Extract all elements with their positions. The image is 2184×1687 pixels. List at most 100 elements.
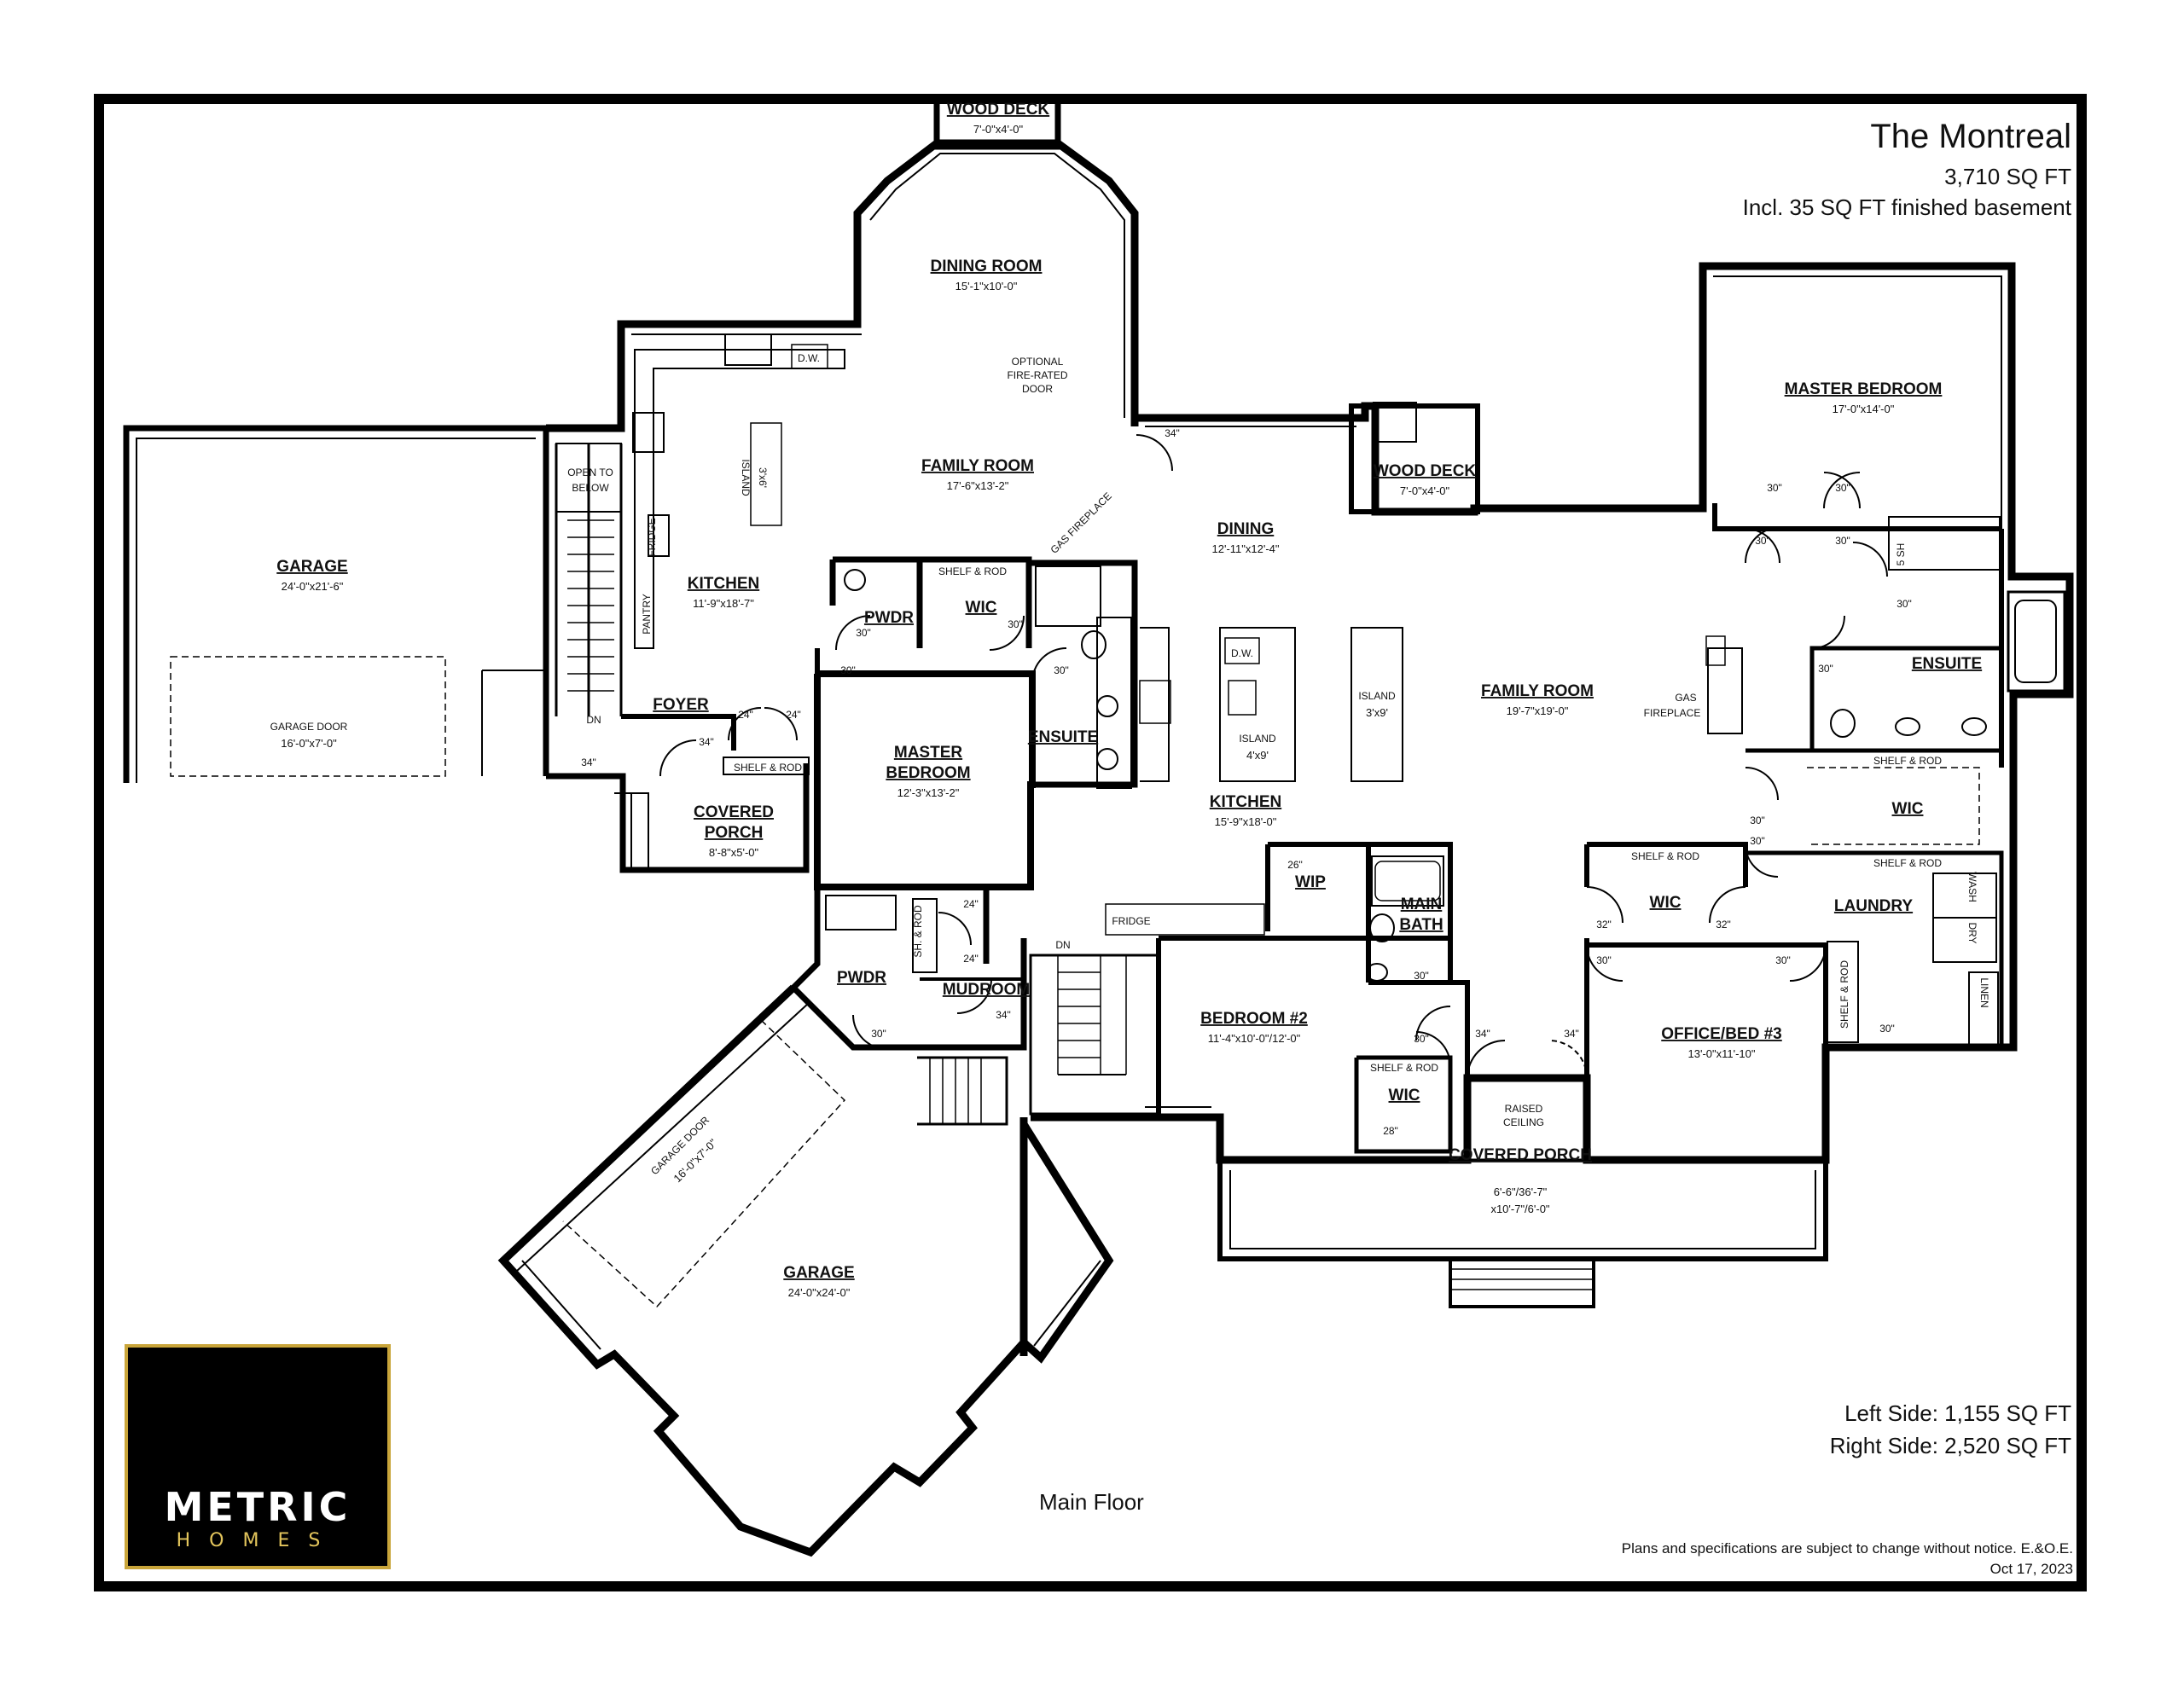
- note-island-right: ISLAND: [1358, 690, 1396, 702]
- door-size-30: 30": [1596, 954, 1612, 966]
- door-size-30: 30": [1008, 618, 1023, 630]
- room-pwdr-upper: PWDR: [864, 609, 914, 627]
- room-kitchen-right: KITCHEN: [1210, 793, 1281, 811]
- door-size-30: 30": [1818, 663, 1833, 675]
- door-size-30: 30": [1054, 664, 1069, 676]
- right-side-sqft: Right Side: 2,520 SQ FT: [1829, 1433, 2071, 1458]
- room-master-bedroom-left-line2: BEDROOM: [886, 764, 970, 782]
- room-covered-porch-right-dim1: 6'-6"/36'-7": [1494, 1186, 1548, 1198]
- note-shelf-rod-bed2: SHELF & ROD: [1370, 1062, 1438, 1074]
- room-wic-left: WIC: [966, 599, 997, 617]
- door-size-34: 34": [996, 1009, 1011, 1021]
- room-wood-deck-top: WOOD DECK: [947, 101, 1050, 119]
- wood-deck-top-outline: [933, 96, 1061, 150]
- island-mid: [1219, 627, 1296, 782]
- door-size-32: 32": [1596, 919, 1612, 930]
- plan-basement-note: Incl. 35 SQ FT finished basement: [1742, 194, 2071, 220]
- note-island-mid-dim: 4'x9': [1246, 749, 1269, 762]
- door-size-34: 34": [699, 736, 714, 748]
- note-below: BELOW: [572, 482, 609, 494]
- note-gas-fireplace-diag: GAS FIREPLACE: [1048, 490, 1114, 556]
- door-size-30: 30": [1414, 1033, 1429, 1045]
- note-door: DOOR: [1022, 383, 1053, 395]
- plan-title: The Montreal: [1870, 118, 2071, 155]
- note-fridge-left: FRIDGE: [646, 518, 658, 556]
- door-size-34: 34": [581, 757, 596, 768]
- room-covered-porch-left-line2: PORCH: [705, 824, 764, 842]
- room-foyer: FOYER: [653, 696, 709, 714]
- room-kitchen-right-dim: 15'-9"x18'-0": [1215, 815, 1277, 828]
- note-island-left: ISLAND: [740, 459, 752, 496]
- door-size-30: 30": [1835, 482, 1850, 494]
- room-master-bedroom-left-dim: 12'-3"x13'-2": [897, 786, 960, 799]
- room-garage-right: GARAGE: [783, 1264, 854, 1282]
- note-optional: OPTIONAL: [1012, 356, 1064, 368]
- room-wic-bed2: WIC: [1389, 1087, 1420, 1104]
- door-size-24: 24": [738, 709, 753, 721]
- door-size-30: 30": [1755, 535, 1770, 547]
- note-dw-mid: D.W.: [1231, 647, 1253, 659]
- disclaimer: Plans and specifications are subject to …: [1621, 1540, 2073, 1557]
- door-size-34: 34": [1475, 1028, 1490, 1040]
- room-office-bed3-dim: 13'-0"x11'-10": [1688, 1047, 1756, 1060]
- door-size-24: 24": [963, 953, 979, 965]
- room-wic-mid: WIC: [1650, 894, 1682, 912]
- door-size-30: 30": [871, 1028, 886, 1040]
- room-pwdr-lower: PWDR: [837, 969, 886, 987]
- door-size-30: 30": [1775, 954, 1791, 966]
- room-office-bed3: OFFICE/BED #3: [1661, 1025, 1781, 1043]
- room-family-room-left-dim: 17'-6"x13'-2": [947, 479, 1009, 492]
- page-border: [94, 94, 2087, 1591]
- room-covered-porch-left-dim: 8'-8"x5'-0": [709, 846, 759, 859]
- door-size-30: 30": [856, 627, 871, 639]
- note-shelf-rod-office: SHELF & ROD: [1838, 960, 1850, 1029]
- note-shelf-rod-master-bottom: SHELF & ROD: [1873, 857, 1942, 869]
- room-garage-door-left: GARAGE DOOR: [270, 721, 348, 733]
- plan-date: Oct 17, 2023: [1989, 1561, 2073, 1577]
- door-size-34: 34": [1165, 427, 1180, 439]
- room-kitchen-left-dim: 11'-9"x18'-7": [693, 597, 754, 610]
- room-garage-left: GARAGE: [276, 558, 347, 576]
- room-main-bath-line1: MAIN: [1401, 896, 1443, 913]
- note-shelf-rod-wic-left: SHELF & ROD: [938, 565, 1007, 577]
- room-dining-right: DINING: [1217, 520, 1275, 538]
- room-bedroom2-dim: 11'-4"x10'-0"/12'-0": [1208, 1032, 1301, 1045]
- room-dining-room: DINING ROOM: [931, 258, 1043, 275]
- garage-left-walls: [123, 425, 549, 783]
- door-size-24: 24": [963, 898, 979, 910]
- logo-sub: HOMES: [176, 1530, 340, 1551]
- note-dn-mid: DN: [1055, 939, 1070, 951]
- note-wash: WASH: [1966, 872, 1978, 902]
- garage-door-left-outline: [170, 656, 446, 777]
- plan-total-sqft: 3,710 SQ FT: [1944, 164, 2071, 189]
- door-size-30: 30": [1414, 970, 1429, 982]
- room-family-room-right: FAMILY ROOM: [1481, 682, 1594, 700]
- door-size-30: 30": [840, 664, 856, 676]
- logo-word: METRIC: [164, 1484, 351, 1530]
- note-island-left-dim: 3'x6': [757, 467, 769, 488]
- left-house-walls: [546, 139, 1139, 432]
- room-family-room-left: FAMILY ROOM: [921, 457, 1034, 475]
- room-ensuite-left: ENSUITE: [1028, 728, 1098, 746]
- note-dry: DRY: [1966, 922, 1978, 943]
- room-wood-deck-mid-dim: 7'-0"x4'-0": [1400, 484, 1450, 497]
- door-size-30: 30": [1896, 598, 1912, 610]
- note-island-right-dim: 3'x9': [1366, 706, 1388, 719]
- note-fireplace: FIREPLACE: [1644, 707, 1701, 719]
- door-size-30: 30": [1750, 815, 1765, 826]
- room-mudroom: MUDROOM: [943, 981, 1030, 999]
- room-wood-deck-mid: WOOD DECK: [1374, 462, 1477, 480]
- room-kitchen-left: KITCHEN: [688, 575, 759, 593]
- room-main-bath-line2: BATH: [1399, 916, 1443, 934]
- note-fire-rated: FIRE-RATED: [1007, 369, 1067, 381]
- room-covered-porch-right: COVERED PORCH: [1449, 1146, 1592, 1164]
- room-covered-porch-left-line1: COVERED: [694, 803, 774, 821]
- floor-label: Main Floor: [1039, 1489, 1144, 1515]
- left-side-sqft: Left Side: 1,155 SQ FT: [1844, 1400, 2071, 1426]
- door-size-32: 32": [1716, 919, 1731, 930]
- room-master-bedroom-right-dim: 17'-0"x14'-0": [1833, 403, 1895, 415]
- wood-deck-mid-outline: [1349, 403, 1480, 514]
- metric-homes-logo: METRIC HOMES: [125, 1344, 391, 1569]
- room-dining-room-dim: 15'-1"x10'-0": [956, 280, 1018, 293]
